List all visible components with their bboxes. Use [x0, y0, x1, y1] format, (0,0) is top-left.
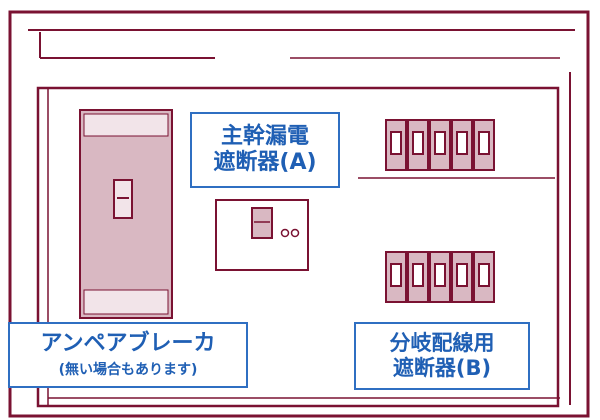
- branch-breaker-switch: [478, 263, 490, 287]
- main-breaker-label: 主幹漏電 遮断器(A): [190, 112, 340, 188]
- branch-breaker-unit: [451, 119, 473, 171]
- branch-breaker-unit: [429, 119, 451, 171]
- branch-breaker-switch: [478, 131, 490, 155]
- branch-breaker-switch: [412, 263, 424, 287]
- branch-breakers-top-row: [385, 119, 495, 171]
- branch-breaker-switch: [456, 263, 468, 287]
- branch-breaker-switch: [390, 131, 402, 155]
- branch-breaker-label-line2: 遮断器(B): [392, 356, 492, 380]
- branch-breaker-unit: [473, 119, 495, 171]
- main-breaker-label-line1: 主幹漏電: [220, 123, 309, 149]
- indicator-dot: [290, 228, 300, 238]
- ampere-breaker-label: アンペアブレーカ (無い場合もあります): [8, 322, 248, 388]
- branch-breaker-label-line1: 分岐配線用: [389, 330, 495, 355]
- branch-breakers-bottom-row: [385, 251, 495, 303]
- ampere-breaker-label-note: (無い場合もあります): [58, 361, 198, 378]
- branch-breaker-switch: [456, 131, 468, 155]
- branch-breaker-switch: [390, 263, 402, 287]
- branch-breaker-unit: [473, 251, 495, 303]
- ampere-breaker-label-line1: アンペアブレーカ: [40, 331, 216, 357]
- main-breaker-switch: [251, 207, 273, 239]
- branch-breaker-unit: [407, 119, 429, 171]
- ampere-breaker: [79, 109, 173, 319]
- outer-frame: [8, 10, 590, 418]
- branch-breaker-unit: [385, 251, 407, 303]
- branch-breaker-switch: [434, 263, 446, 287]
- branch-breaker-unit: [429, 251, 451, 303]
- test-button: [280, 228, 290, 238]
- main-leakage-breaker: [215, 199, 309, 271]
- branch-breaker-unit: [407, 251, 429, 303]
- branch-breaker-label: 分岐配線用 遮断器(B): [354, 322, 530, 390]
- main-breaker-label-line2: 遮断器(A): [213, 150, 317, 175]
- top-cover: [28, 29, 575, 59]
- branch-breaker-unit: [451, 251, 473, 303]
- branch-breaker-switch: [434, 131, 446, 155]
- branch-breaker-switch: [412, 131, 424, 155]
- inner-panel: [36, 72, 571, 408]
- branch-breaker-unit: [385, 119, 407, 171]
